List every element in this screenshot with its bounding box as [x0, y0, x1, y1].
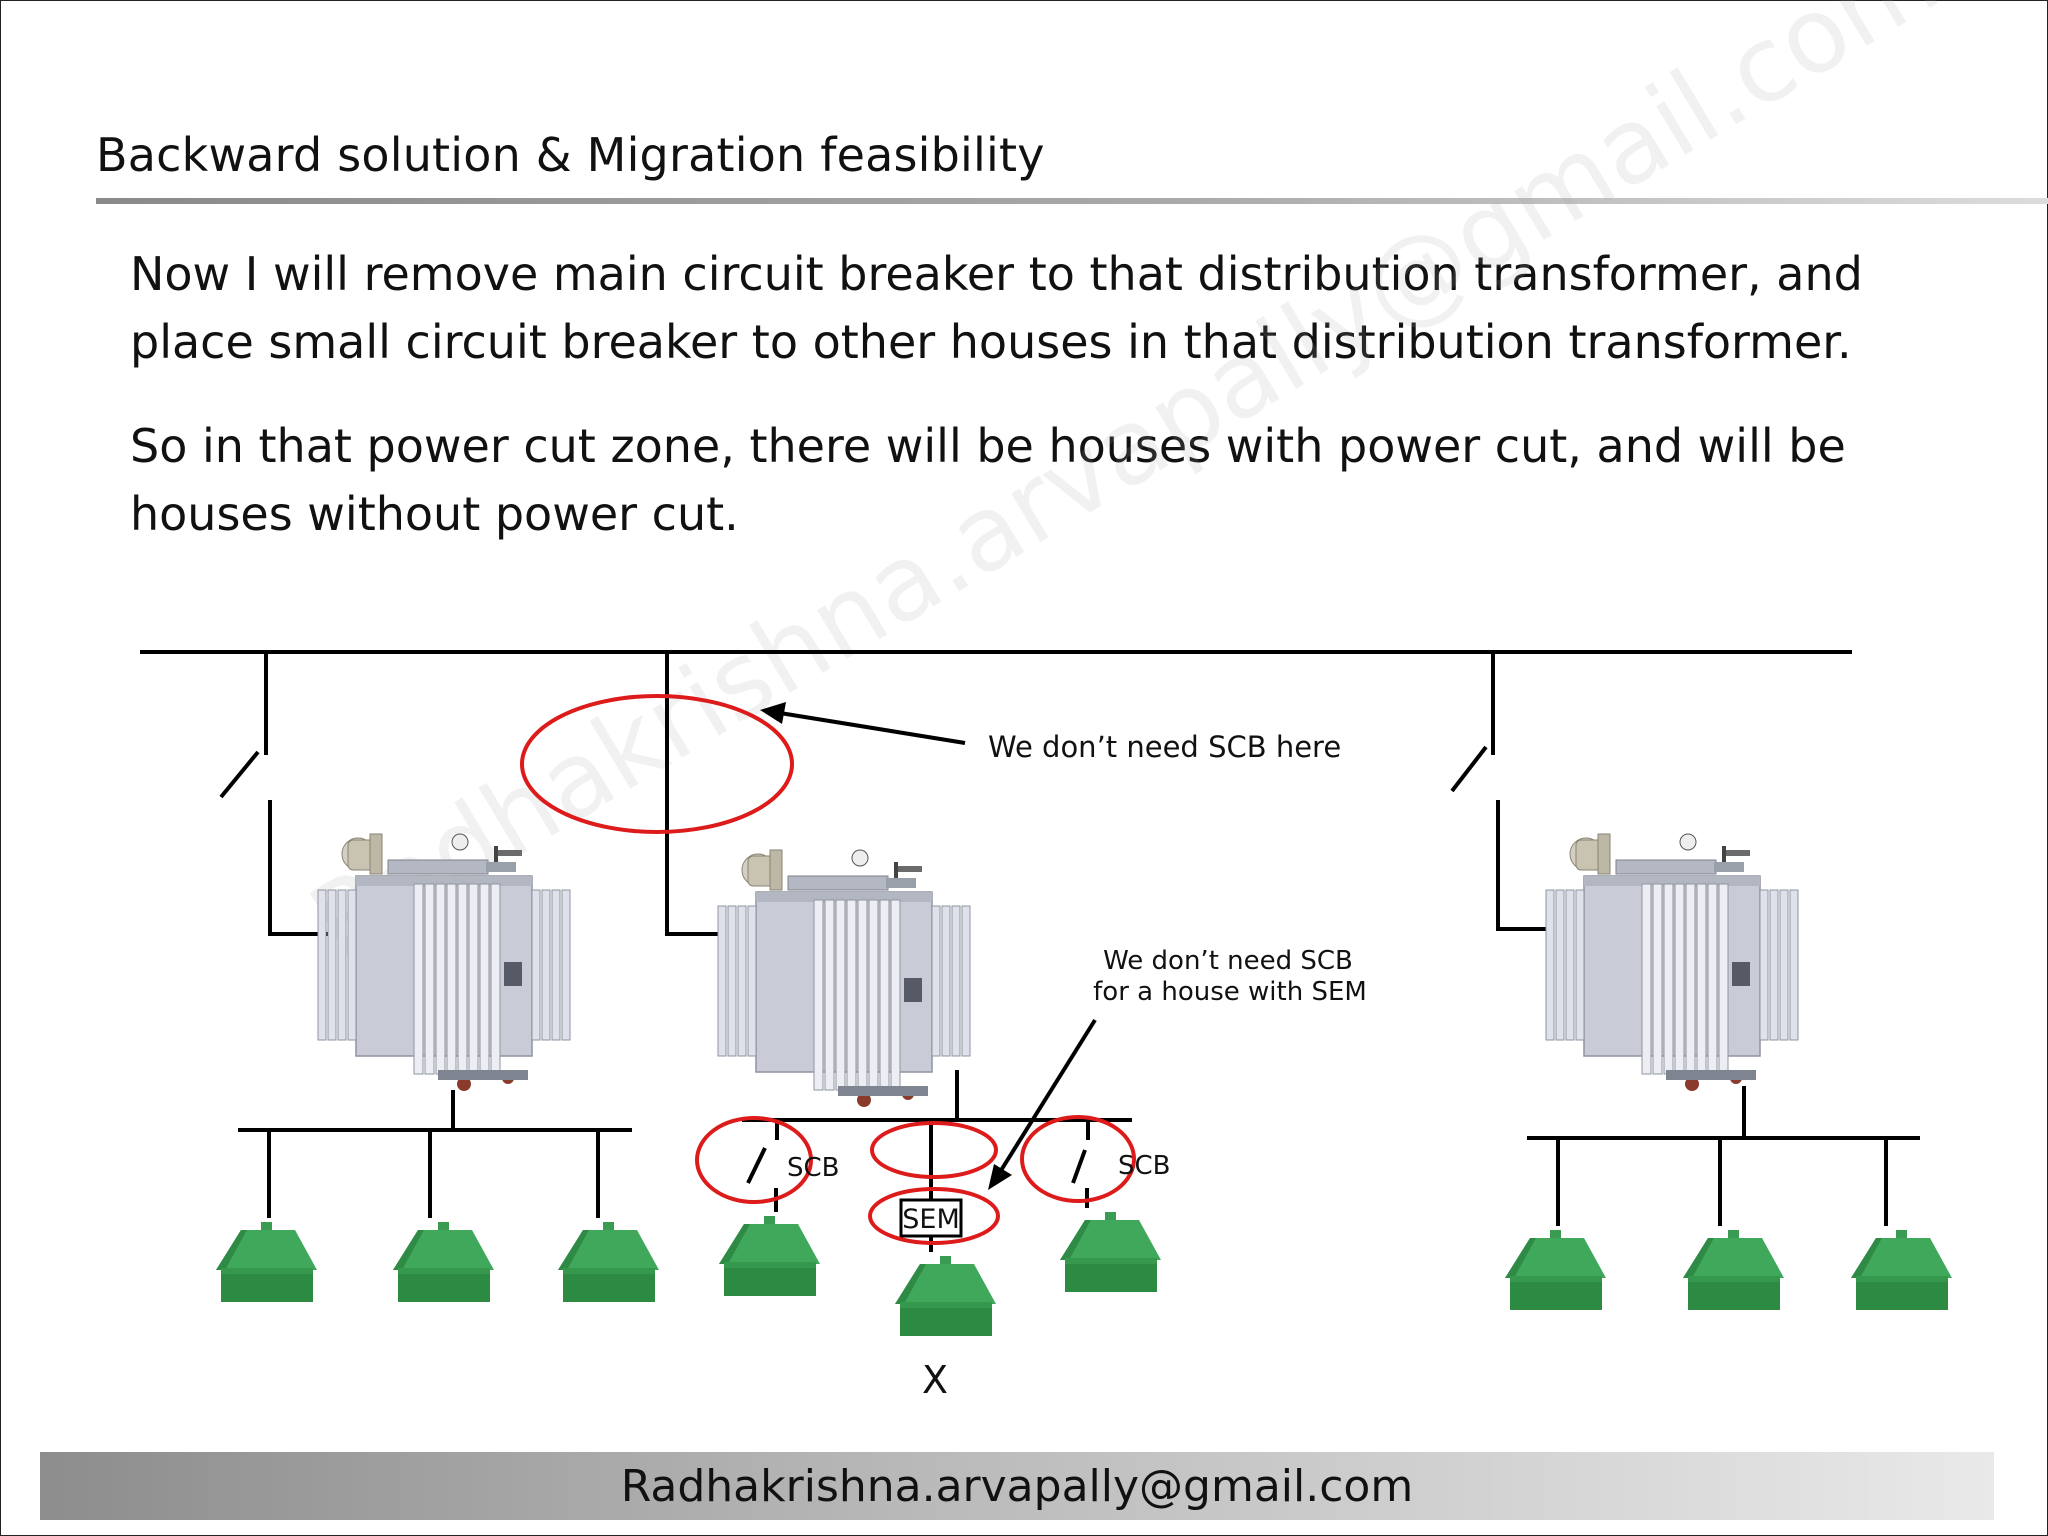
house-right-2 — [1670, 1226, 1788, 1318]
highlight-scb-right — [1020, 1115, 1136, 1203]
house-middle-scb-2 — [1047, 1208, 1165, 1300]
house-marker-x: X — [922, 1358, 948, 1402]
house-right-1 — [1492, 1226, 1610, 1318]
highlight-sem — [868, 1187, 1000, 1245]
transformer-left — [317, 833, 571, 1092]
house-left-3 — [545, 1218, 663, 1310]
paragraph-remove-main-breaker: Now I will remove main circuit breaker t… — [130, 247, 1863, 369]
annotation-no-scb-here: We don’t need SCB here — [988, 730, 1341, 764]
sem-label: SEM — [902, 1204, 960, 1235]
transformer-middle — [717, 849, 971, 1108]
scb-label-right: SCB — [1118, 1151, 1171, 1181]
transformer-right — [1545, 833, 1799, 1092]
title-underline — [96, 198, 2048, 204]
slide-title: Backward solution & Migration feasibilit… — [96, 128, 1045, 182]
house-right-3 — [1838, 1226, 1956, 1318]
highlight-removed-scb — [870, 1121, 998, 1179]
sem-meter-box — [899, 1198, 963, 1238]
house-middle-sem — [882, 1252, 1000, 1344]
house-middle-scb-1 — [706, 1212, 824, 1304]
house-left-1 — [203, 1218, 321, 1310]
annotation-sem-line1: We don’t need SCB — [1103, 946, 1353, 976]
house-left-2 — [380, 1218, 498, 1310]
footer-bar: Radhakrishna.arvapally@gmail.com — [40, 1452, 1994, 1520]
footer-email: Radhakrishna.arvapally@gmail.com — [620, 1461, 1414, 1512]
scb-label-left: SCB — [787, 1153, 840, 1183]
highlight-scb-left — [695, 1116, 813, 1204]
highlight-no-scb-circle — [520, 694, 794, 834]
annotation-sem-line2: for a house with SEM — [1093, 977, 1367, 1007]
paragraph-power-cut-zone: So in that power cut zone, there will be… — [130, 419, 1846, 541]
